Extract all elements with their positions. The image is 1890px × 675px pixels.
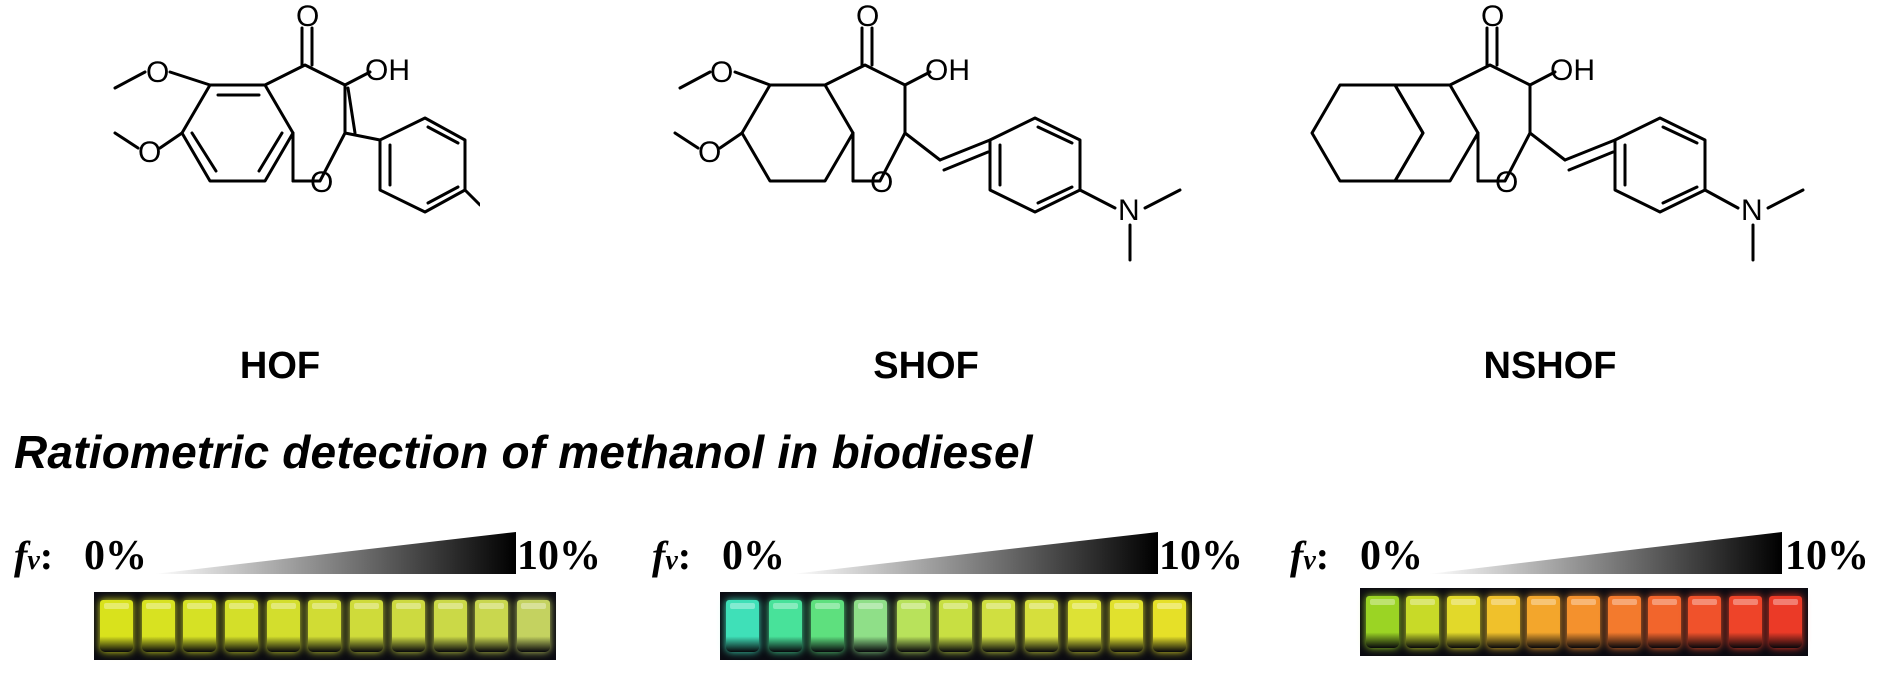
shof-hydroxyl: OH (925, 54, 970, 87)
vial-4 (854, 600, 888, 652)
nshof-hydroxyl: OH (1550, 54, 1595, 87)
vial-4 (1486, 596, 1520, 648)
vial-10 (1110, 600, 1144, 652)
nshof-label: NSHOF (1483, 345, 1617, 387)
hof-methoxy-o1: O (146, 56, 169, 89)
fv-end-label: 10% (1785, 533, 1869, 579)
hof-structure (60, 0, 480, 330)
fv-start-label: 0% (722, 533, 785, 579)
vial-strip (720, 592, 1192, 660)
vial-8 (1648, 596, 1682, 648)
nshof-carbonyl-o: O (1481, 0, 1504, 33)
vial-5 (1527, 596, 1561, 648)
shof-structure (640, 0, 1260, 330)
vial-2 (768, 600, 802, 652)
fv-start-label: 0% (84, 533, 147, 579)
shof-atom-labels: O OH O N O O (640, 0, 1260, 330)
headline: Ratiometric detection of methanol in bio… (14, 426, 1033, 478)
fv-label: fv: (652, 533, 692, 578)
vial-2 (1406, 596, 1440, 648)
hof-label: HOF (239, 345, 321, 387)
fv-end-label: 10% (517, 533, 601, 579)
panel-shof: fv: 0% 10% (652, 520, 1243, 670)
vial-11 (1152, 600, 1186, 652)
hof-atom-labels: O OH O O O (60, 0, 480, 330)
gradient-wedge (792, 532, 1158, 574)
vial-10 (1728, 596, 1762, 648)
shof-methoxy-o2: O (698, 136, 721, 169)
shof-label: SHOF (873, 345, 979, 387)
fv-label: fv: (14, 533, 54, 578)
shof-amine-n: N (1118, 194, 1140, 227)
vial-6 (939, 600, 973, 652)
vial-7 (982, 600, 1016, 652)
vial-7 (350, 600, 384, 652)
vial-11 (516, 600, 550, 652)
vial-10 (475, 600, 509, 652)
vial-6 (1567, 596, 1601, 648)
vial-strip (94, 592, 556, 660)
fv-start-label: 0% (1360, 533, 1423, 579)
nshof-ring-oxygen: O (1495, 166, 1518, 199)
vial-5 (896, 600, 930, 652)
vial-6 (308, 600, 342, 652)
vial-8 (391, 600, 425, 652)
gradient-wedge (154, 532, 516, 574)
nshof-structure (1270, 0, 1890, 330)
vial-9 (1067, 600, 1101, 652)
vial-1 (100, 600, 133, 652)
fv-label: fv: (1290, 533, 1330, 578)
hof-carbonyl-o: O (296, 0, 319, 33)
gradient-wedge (1428, 532, 1782, 574)
vial-3 (1446, 596, 1480, 648)
vial-9 (433, 600, 467, 652)
fv-end-label: 10% (1159, 533, 1243, 579)
vial-9 (1688, 596, 1722, 648)
panel-hof: fv: 0% 10% (14, 520, 601, 670)
shof-methoxy-o1: O (710, 56, 733, 89)
vial-7 (1607, 596, 1641, 648)
vial-2 (141, 600, 175, 652)
shof-ring-oxygen: O (870, 166, 893, 199)
vial-3 (183, 600, 217, 652)
nshof-amine-n: N (1741, 194, 1763, 227)
nshof-atom-labels: O OH O N (1270, 0, 1890, 330)
hof-hydroxyl: OH (365, 54, 410, 87)
shof-carbonyl-o: O (856, 0, 879, 33)
hof-ring-oxygen: O (310, 166, 333, 199)
vial-4 (225, 600, 259, 652)
vial-1 (1366, 596, 1399, 648)
hof-methoxy-o2: O (138, 136, 161, 169)
vial-5 (266, 600, 300, 652)
vial-11 (1768, 596, 1802, 648)
vial-strip (1360, 588, 1808, 656)
panel-nshof: fv: 0% 10% (1290, 520, 1869, 670)
vial-1 (726, 600, 759, 652)
vial-3 (811, 600, 845, 652)
vial-8 (1024, 600, 1058, 652)
